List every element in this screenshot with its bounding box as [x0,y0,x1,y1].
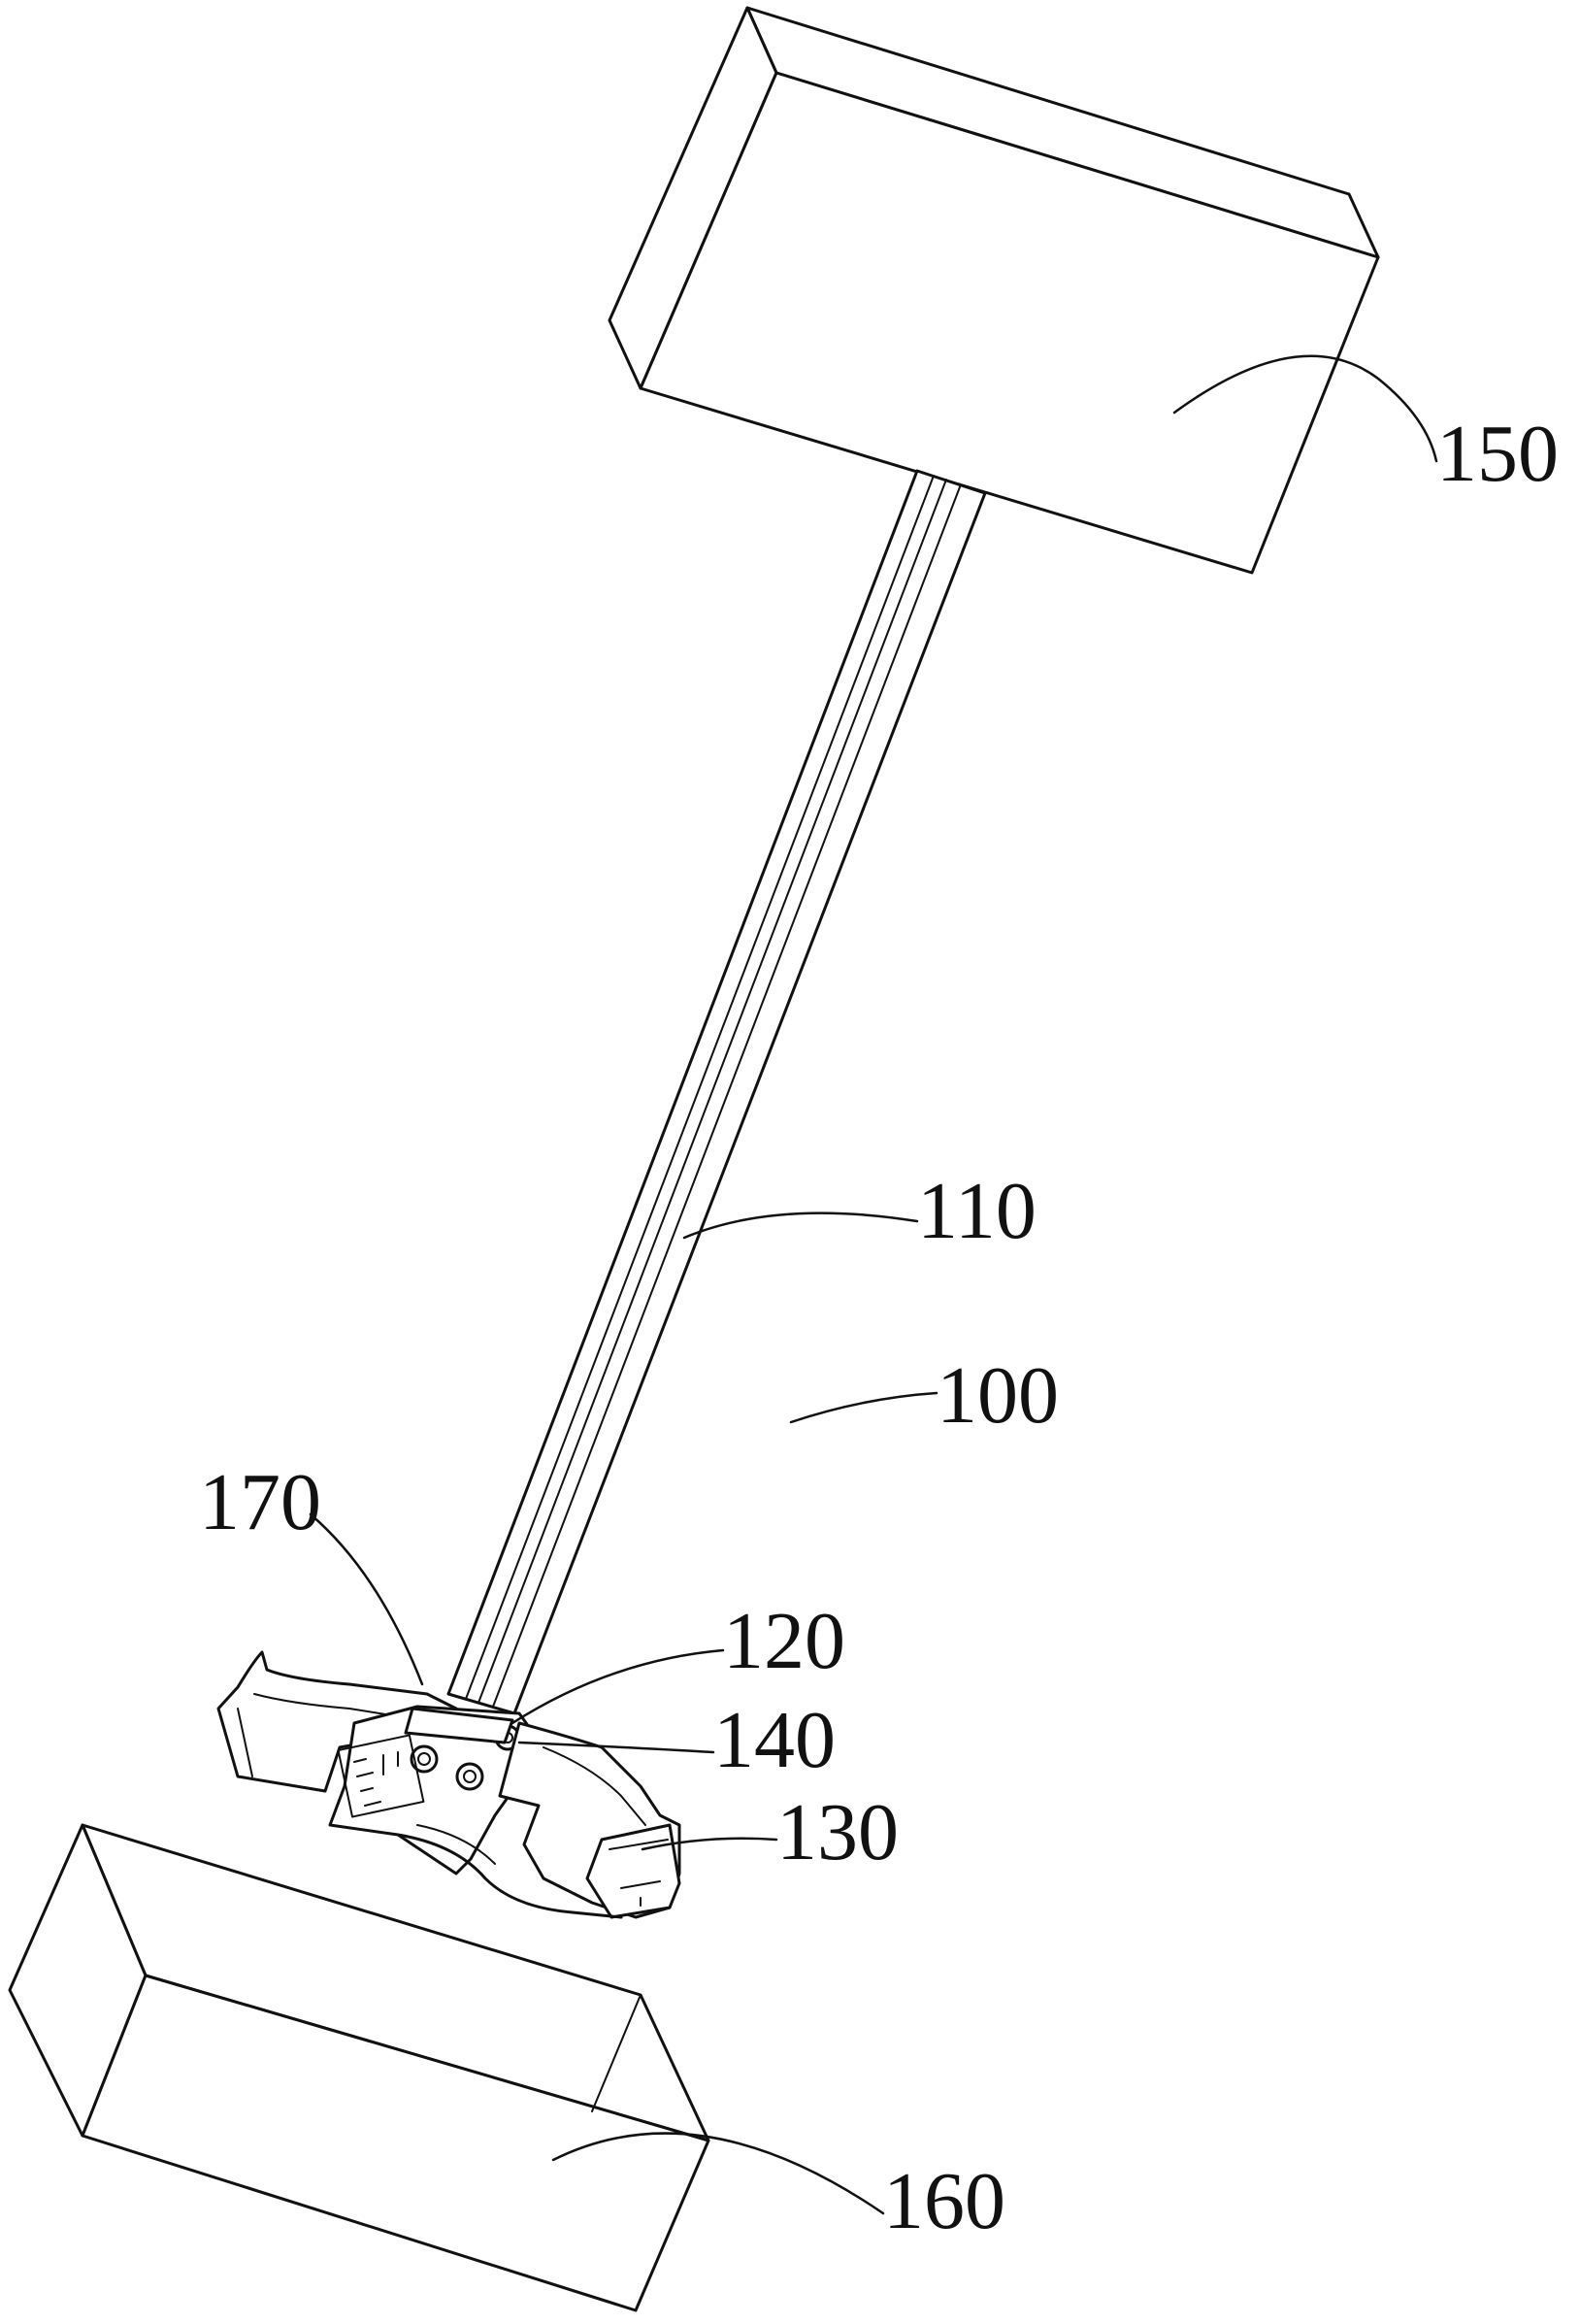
label-140: 140 [713,1695,836,1785]
clamp-screw-left-inner [417,1752,431,1766]
rod-groove-line-1 [465,475,935,1700]
leader-170 [309,1512,424,1686]
clamp-lower-curve [396,1833,623,1919]
rod-body [446,469,987,1715]
lower-block-inner-edge [591,1994,642,2112]
leader-120 [510,1648,725,1725]
leader-100 [789,1391,938,1424]
lower-block-160 [8,1823,710,2312]
leader-150 [1172,354,1438,463]
rod-groove-line-3 [492,483,962,1708]
clamp-screw-right-inner [463,1770,477,1783]
lower-block-front-face [81,1974,710,2312]
label-150: 150 [1436,409,1559,499]
label-100: 100 [937,1350,1059,1441]
clamp-left-arm-edge [237,1708,253,1777]
label-130: 130 [776,1787,899,1877]
leader-130 [641,1837,778,1851]
label-160: 160 [883,2156,1005,2246]
clamp-central-body [328,1705,545,1876]
rod-groove-line-2 [477,479,947,1704]
clamp-right-jaw [585,1823,681,1919]
label-170: 170 [199,1457,321,1547]
label-120: 120 [723,1596,845,1686]
leader-110 [682,1212,919,1240]
leader-140 [517,1741,715,1754]
clamp-connect-plate [404,1707,514,1744]
clamp-lower-curve-inner [416,1824,496,1865]
clamp-right-arm-inner [543,1746,646,1826]
clamp-scale-ticks [353,1751,399,1807]
leader-160 [551,2132,885,2215]
upper-block-front-face [639,71,1380,575]
rod-110 [446,469,987,1715]
label-110: 110 [917,1166,1037,1256]
clamp-mechanism [216,1650,681,1919]
clamp-screw-left [410,1744,439,1774]
clamp-right-jaw-detail [609,1839,669,1907]
clamp-left-arm-inner [253,1693,399,1717]
clamp-screw-right [455,1762,484,1791]
upper-block-150 [608,6,1380,575]
